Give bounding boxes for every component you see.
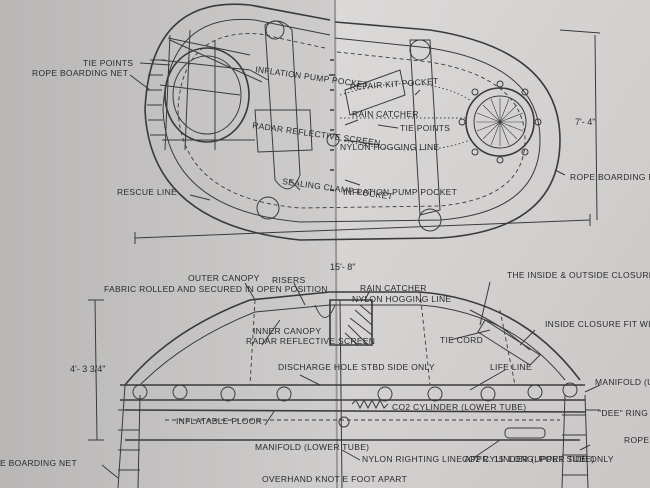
label-rain-catcher: RAIN CATCHER: [352, 109, 419, 119]
label-boarding-net-side: E BOARDING NET: [0, 458, 77, 468]
label-co2-cylinder-upper: CO2 CYLINDER (UPPER TUBE): [462, 454, 595, 464]
label-fabric-rolled-text: FABRIC ROLLED AND SECURED IN OPEN POSITI…: [104, 284, 328, 294]
dimension-width: 7'- 4": [575, 117, 595, 127]
label-risers: RISERS: [272, 275, 305, 285]
label-tie-points-right: TIE POINTS: [400, 123, 450, 133]
label-inside-closure: INSIDE CLOSURE FIT WITH DRAW-CORDS QUICK…: [545, 319, 650, 329]
label-nylon-righting-line: NYLON RIGHTING LINE APPR. 15' LONG, PORT…: [362, 454, 614, 464]
label-inflation-pump-pocket-bottom: INFLATION PUMP POCKET: [343, 187, 457, 197]
label-tie-cord: TIE CORD: [440, 335, 483, 345]
label-inflatable-floor: INFLATABLE FLOOR: [176, 416, 262, 426]
label-dee-ring: "DEE" RING: [598, 408, 648, 418]
label-overhand-knot: OVERHAND KNOT E FOOT APART: [262, 474, 407, 484]
height-dimension-line: [94, 299, 98, 441]
label-outer-canopy: OUTER CANOPY: [188, 273, 260, 283]
label-manifold-upper: MANIFOLD (UPPER TUBE): [595, 377, 650, 387]
length-dimension-line: [134, 219, 591, 239]
paper-right: [335, 0, 650, 488]
page-fold: [334, 0, 338, 488]
label-nylon-hogging-line-top: NYLON HOGGING LINE: [340, 142, 439, 152]
label-rope-boarding-net-right: ROPE BOARDING NET: [570, 172, 650, 182]
label-tie-points-left: TIE POINTS: [83, 58, 133, 68]
label-inner-canopy: INNER CANOPY: [253, 326, 321, 336]
width-dimension-line: [594, 34, 598, 221]
label-fabric-rolled: FABRIC ROLLED AND SECURED IN OPEN POSITI…: [104, 284, 328, 294]
top-view-drawing: [129, 3, 601, 244]
label-manifold-lower: MANIFOLD (LOWER TUBE): [255, 442, 369, 452]
right-ring-bolts: [458, 80, 542, 164]
label-closure-note: THE INSIDE & OUTSIDE CLOSURE CANOPY ENTR…: [507, 270, 650, 280]
side-view-drawing: [88, 281, 601, 488]
label-nylon-hogging-line-side: NYLON HOGGING LINE: [352, 294, 451, 304]
label-rope-boarding-net-left: ROPE BOARDING NET: [32, 68, 128, 78]
label-life-line: LIFE LINE: [490, 362, 532, 372]
label-co2-cylinder-lower: CO2 CYLINDER (LOWER TUBE): [392, 402, 526, 412]
label-rope: ROPE: [624, 435, 649, 445]
dimension-height: 4'- 3 3/4": [70, 364, 105, 374]
label-rescue-line: RESCUE LINE: [117, 187, 177, 197]
canopy-sunburst: [476, 98, 524, 146]
upper-tube-fittings: [132, 382, 578, 402]
dimension-length: 15'- 8": [330, 262, 355, 272]
label-radar-reflective-screen-side: RADAR REFLECTIVE SCREEN: [246, 336, 375, 346]
label-rain-catcher-side: RAIN CATCHER: [360, 283, 427, 293]
label-discharge-hole: DISCHARGE HOLE STBD SIDE ONLY: [278, 362, 435, 372]
side-view-labels: FABRIC ROLLED AND SECURED IN OPEN POSITI…: [0, 270, 650, 484]
